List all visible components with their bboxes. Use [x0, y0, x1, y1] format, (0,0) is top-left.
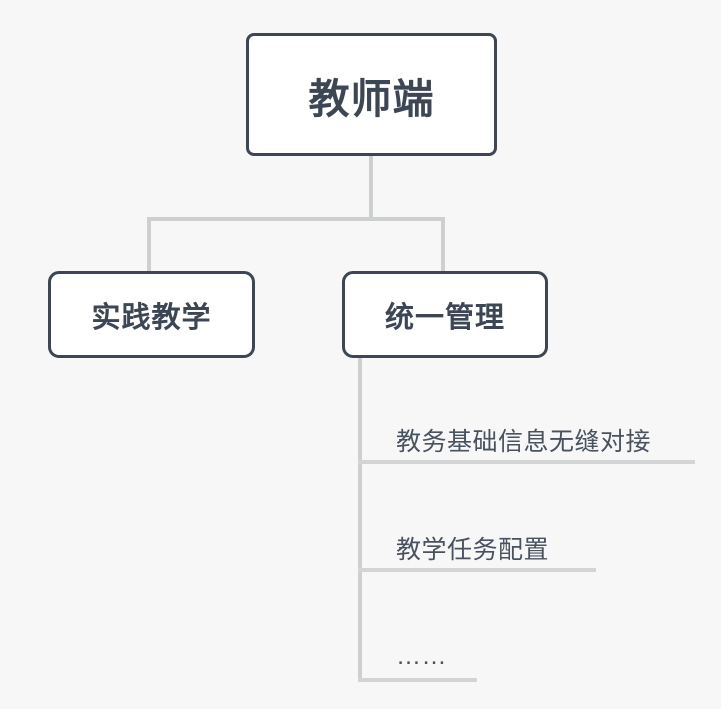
node-root-label: 教师端 — [308, 75, 435, 122]
connector-split-bar — [147, 217, 445, 221]
sub-item-label-3[interactable]: …… — [396, 642, 447, 670]
sub-item-label-1[interactable]: 教务基础信息无缝对接 — [396, 428, 652, 456]
sub-item-rule-3 — [358, 678, 477, 682]
connector-root-stem — [369, 156, 373, 221]
node-unified-management-label: 统一管理 — [384, 301, 505, 334]
node-unified-management[interactable]: 统一管理 — [342, 271, 548, 358]
node-root[interactable]: 教师端 — [246, 33, 497, 156]
sub-item-label-2[interactable]: 教学任务配置 — [396, 536, 550, 564]
node-practice-teaching[interactable]: 实践教学 — [48, 271, 255, 358]
connector-left-branch — [147, 217, 151, 273]
connector-sublist-spine — [358, 358, 362, 682]
node-practice-teaching-label: 实践教学 — [91, 301, 212, 334]
sub-item-rule-1 — [358, 460, 695, 464]
connector-right-branch — [441, 217, 445, 273]
sub-item-rule-2 — [358, 568, 596, 572]
